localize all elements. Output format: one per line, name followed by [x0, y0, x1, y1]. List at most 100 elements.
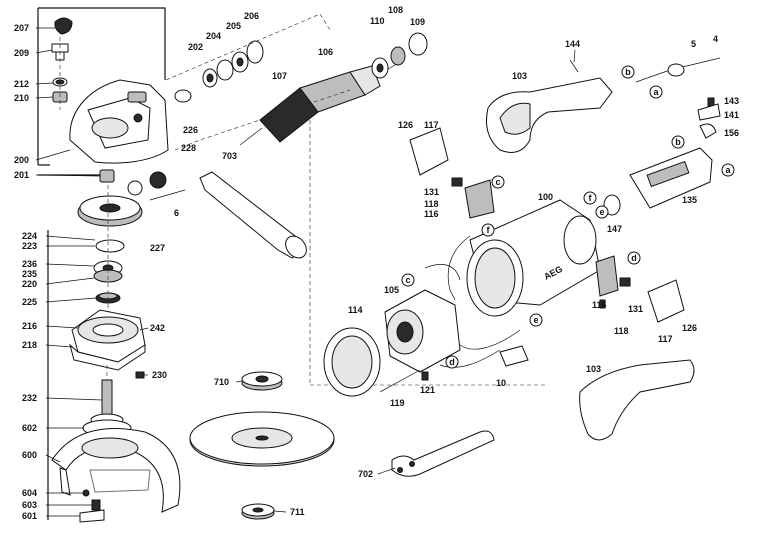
- side-handle: [199, 171, 307, 259]
- label-131-bottom: 131: [628, 304, 643, 314]
- svg-text:e: e: [599, 207, 604, 217]
- label-109: 109: [410, 17, 425, 27]
- label-702: 702: [358, 469, 373, 479]
- label-603: 603: [22, 500, 37, 510]
- letter-callout-texts: b a b a c f e f c d e d: [405, 67, 731, 367]
- label-224: 224: [22, 231, 37, 241]
- label-202: 202: [188, 42, 203, 52]
- label-117-bottom: 117: [658, 334, 673, 344]
- label-220: 220: [22, 279, 37, 289]
- label-103-top: 103: [512, 71, 527, 81]
- label-703: 703: [222, 151, 237, 161]
- armature: [239, 61, 401, 146]
- bevel-gear-stack: [77, 185, 143, 320]
- label-118-top: 118: [424, 199, 439, 209]
- label-10: 10: [496, 378, 506, 388]
- label-117-top: 117: [424, 120, 439, 130]
- label-119: 119: [390, 398, 405, 408]
- label-216: 216: [22, 321, 37, 331]
- part-141: [697, 103, 721, 121]
- svg-text:d: d: [449, 357, 455, 367]
- grinding-disc: [189, 411, 335, 467]
- label-141: 141: [724, 110, 739, 120]
- label-207: 207: [14, 23, 29, 33]
- label-135: 135: [682, 195, 697, 205]
- svg-text:f: f: [589, 193, 593, 203]
- flange-nut: [241, 503, 275, 520]
- letter-callouts: [401, 65, 735, 369]
- svg-text:c: c: [405, 275, 410, 285]
- label-126-bottom: 126: [682, 323, 697, 333]
- label-110: 110: [370, 16, 385, 26]
- label-230: 230: [152, 370, 167, 380]
- label-236: 236: [22, 259, 37, 269]
- label-228: 228: [181, 143, 196, 153]
- label-105: 105: [384, 285, 399, 295]
- label-204: 204: [206, 31, 221, 41]
- label-226: 226: [183, 125, 198, 135]
- leader-lines: [35, 27, 576, 517]
- label-201: 201: [14, 170, 29, 180]
- label-116-top: 116: [424, 209, 439, 219]
- label-212: 212: [14, 79, 29, 89]
- guard-clamp-parts: [79, 489, 105, 523]
- label-108: 108: [388, 5, 403, 15]
- svg-text:e: e: [533, 315, 538, 325]
- svg-text:c: c: [495, 177, 500, 187]
- label-118-bottom: 118: [614, 326, 629, 336]
- label-710: 710: [214, 377, 229, 387]
- label-103-bottom: 103: [586, 364, 601, 374]
- label-126-top: 126: [398, 120, 413, 130]
- label-147: 147: [607, 224, 622, 234]
- part-number-labels: 207 209 212 210 200 201 224 223 236 235 …: [14, 5, 739, 521]
- label-223: 223: [22, 241, 37, 251]
- svg-text:a: a: [653, 87, 659, 97]
- screw-144: [569, 59, 579, 73]
- svg-text:d: d: [631, 253, 637, 263]
- switch-assembly: [629, 147, 713, 209]
- pinion-parts: [127, 89, 192, 201]
- label-711: 711: [290, 507, 305, 517]
- label-218: 218: [22, 340, 37, 350]
- label-116-bottom: 116: [592, 300, 607, 310]
- bearing-flange: [69, 309, 146, 371]
- rear-handle-bottom: [579, 359, 695, 441]
- power-cable: [635, 57, 721, 83]
- label-206: 206: [244, 11, 259, 21]
- label-225: 225: [22, 297, 37, 307]
- label-232: 232: [22, 393, 37, 403]
- label-plate: [499, 345, 529, 367]
- label-235: 235: [22, 269, 37, 279]
- svg-text:f: f: [487, 225, 491, 235]
- label-5: 5: [691, 39, 696, 49]
- label-106: 106: [318, 47, 333, 57]
- svg-text:b: b: [625, 67, 631, 77]
- label-227: 227: [150, 243, 165, 253]
- label-6: 6: [174, 208, 179, 218]
- label-4: 4: [713, 34, 718, 44]
- part-156: [699, 123, 717, 139]
- label-205: 205: [226, 21, 241, 31]
- screw-230: [135, 371, 145, 379]
- label-100: 100: [538, 192, 553, 202]
- label-601: 601: [22, 511, 37, 521]
- brush-holder-left: [409, 127, 495, 219]
- plug-part: [99, 169, 115, 183]
- wiring: [424, 235, 521, 368]
- label-209: 209: [14, 48, 29, 58]
- label-144: 144: [565, 39, 580, 49]
- label-107: 107: [272, 71, 287, 81]
- svg-text:a: a: [725, 165, 731, 175]
- label-602: 602: [22, 423, 37, 433]
- brush-holder-right: [595, 255, 685, 323]
- label-210: 210: [14, 93, 29, 103]
- screw-119: [379, 369, 421, 393]
- label-121: 121: [420, 385, 435, 395]
- spindle-lock-button-parts: [51, 17, 73, 110]
- wheel-guard: [51, 428, 181, 513]
- armature-guides: [165, 13, 545, 386]
- gear-head-housing: [69, 79, 169, 164]
- label-600: 600: [22, 450, 37, 460]
- motor-housing: AEG: [466, 199, 601, 317]
